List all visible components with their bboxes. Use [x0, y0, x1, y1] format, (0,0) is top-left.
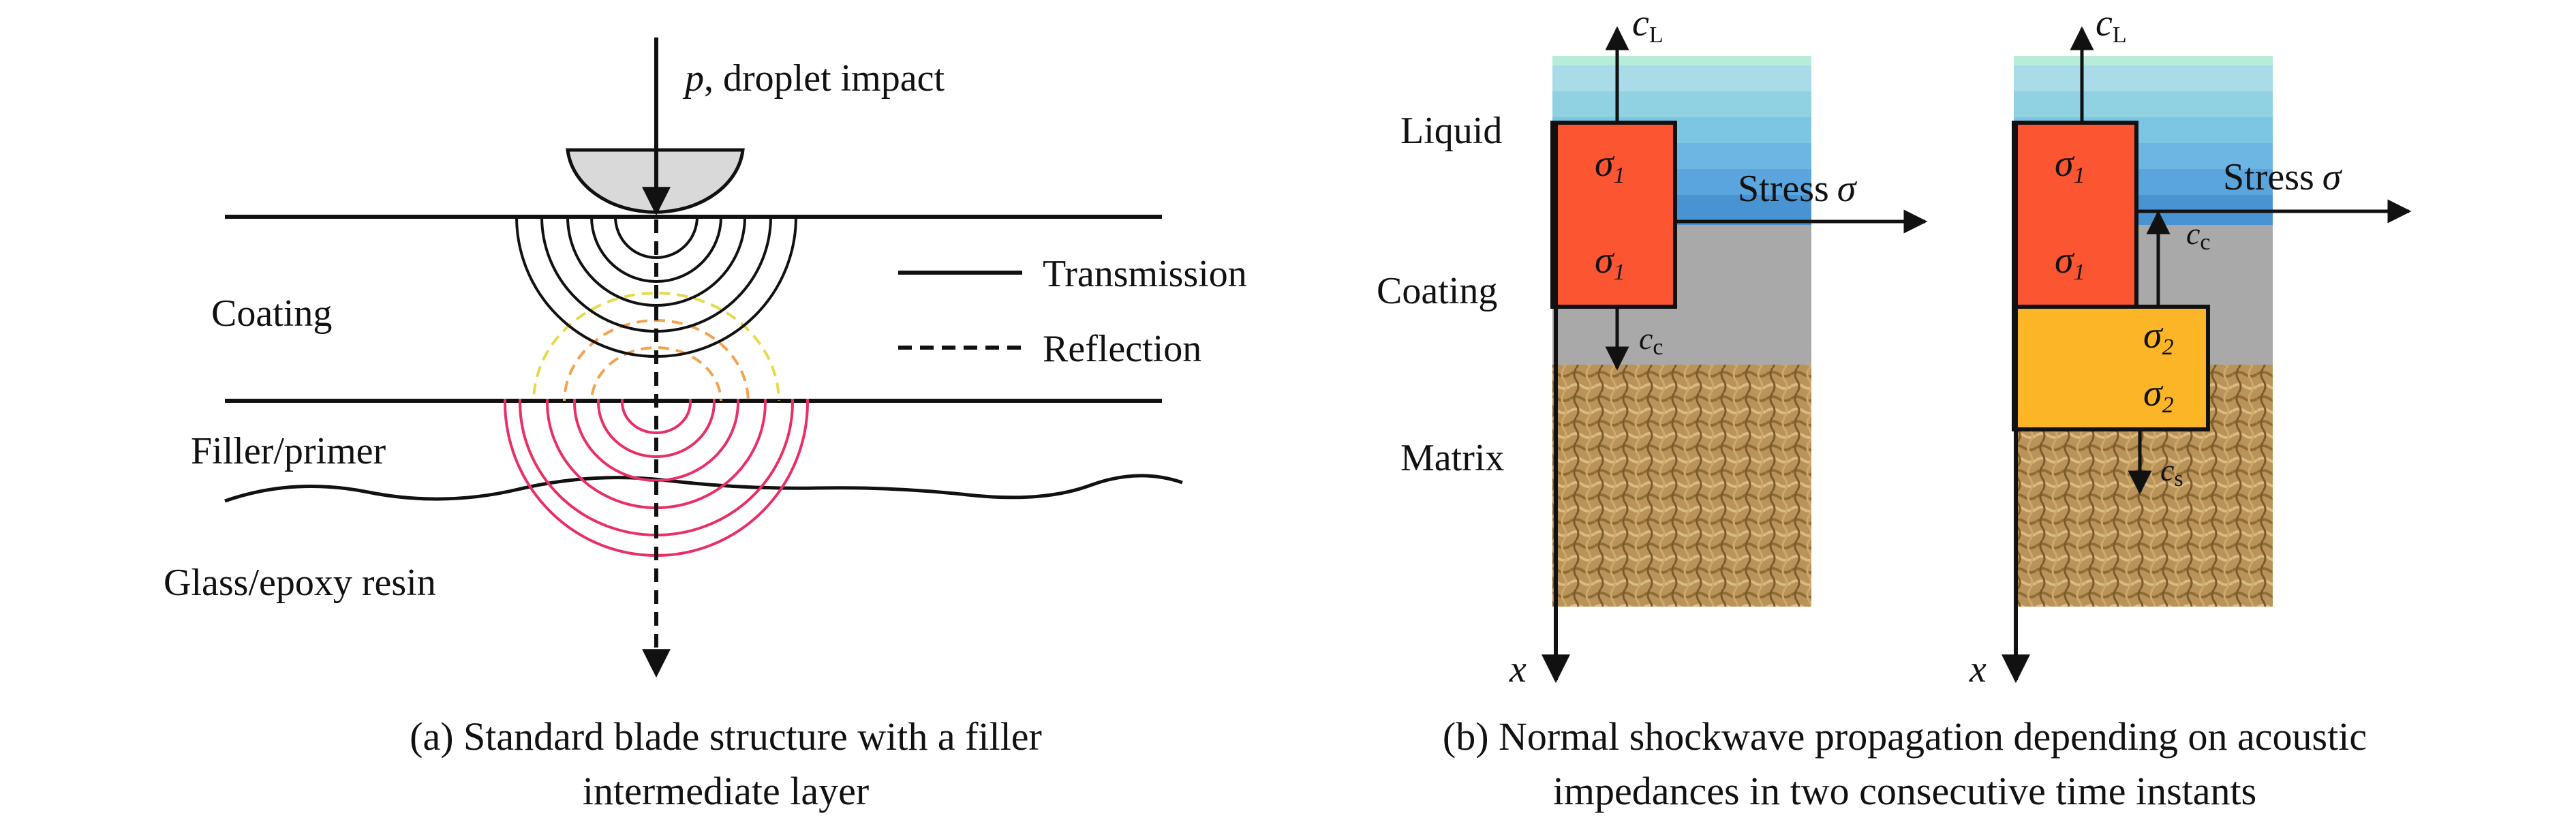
- depth-axis-label: x: [1509, 648, 1527, 690]
- liquid-label: Liquid: [1400, 110, 1502, 152]
- sigma1-upper-sub: 1: [1614, 163, 1625, 188]
- stress-symbol: σ: [1837, 168, 1858, 210]
- liquid-band: [1552, 56, 1811, 65]
- sigma1-lower-symbol: σ: [1595, 239, 1615, 281]
- transmission-arc: [614, 217, 699, 259]
- impact-label: p, droplet impact: [682, 57, 945, 100]
- substrate-label: Glass/epoxy resin: [164, 562, 436, 604]
- sigma1-upper: σ1: [1595, 142, 1625, 188]
- legend: Transmission Reflection: [898, 253, 1247, 370]
- liquid-speed-label: cL: [1632, 2, 1663, 48]
- liquid-band: [1552, 65, 1811, 91]
- substrate-speed-label: cs: [2160, 453, 2183, 491]
- stress-symbol: σ: [2322, 156, 2343, 198]
- filler-label: Filler/primer: [191, 430, 386, 472]
- filler-arc: [621, 399, 692, 434]
- stress-label-text: Stress: [2223, 156, 2314, 198]
- coating-speed-label: cc: [1639, 321, 1663, 360]
- liquid-band: [2014, 91, 2273, 117]
- coating-speed-symbol: c: [2186, 216, 2200, 251]
- sigma1-stress-block: [2012, 121, 2138, 309]
- caption-b-line1: (b) Normal shockwave propagation dependi…: [1443, 714, 2367, 759]
- panel-a: p, droplet impact Coating Filler/primer …: [164, 37, 1247, 813]
- coating-speed-label: cc: [2186, 216, 2211, 255]
- coating-speed-sub: c: [2200, 230, 2210, 255]
- impact-label-text: , droplet impact: [704, 57, 945, 100]
- liquid-speed-sub: L: [1649, 22, 1663, 48]
- liquid-band: [2014, 65, 2273, 91]
- caption-b-line2: impedances in two consecutive time insta…: [1553, 769, 2256, 813]
- filler-arc: [597, 399, 716, 458]
- coating-speed-sub: c: [1653, 335, 1663, 360]
- coating-b-label: Coating: [1377, 270, 1497, 312]
- caption-a-line1: (a) Standard blade structure with a fill…: [410, 714, 1042, 759]
- depth-axis-label: x: [1969, 648, 1987, 690]
- sigma2-stress-block: [2012, 305, 2210, 431]
- sigma2-lower: σ2: [2143, 372, 2174, 418]
- sigma1-lower-sub: 1: [2074, 260, 2085, 285]
- transmission-arc: [566, 217, 746, 307]
- sigma1-upper-sub: 1: [2074, 163, 2085, 188]
- stress-label-text: Stress: [1738, 168, 1829, 210]
- liquid-speed-sub: L: [2113, 22, 2127, 48]
- filler-arc: [573, 399, 739, 482]
- liquid-speed-label: cL: [2096, 2, 2127, 48]
- liquid-speed-symbol: c: [2096, 2, 2113, 44]
- coating-speed-symbol: c: [1639, 321, 1653, 356]
- substrate-speed-symbol: c: [2160, 453, 2174, 487]
- sigma1-lower: σ1: [1595, 239, 1625, 285]
- coating-label: Coating: [211, 292, 332, 335]
- sigma1-upper-symbol: σ: [2055, 142, 2075, 185]
- matrix-label: Matrix: [1400, 437, 1504, 479]
- sigma1-upper-symbol: σ: [1595, 142, 1615, 185]
- caption-a-line2: intermediate layer: [583, 769, 869, 813]
- sigma1-upper: σ1: [2055, 142, 2085, 188]
- transmission-arc: [590, 217, 722, 283]
- matrix-layer: [1552, 365, 1811, 607]
- sigma1-lower-sub: 1: [1614, 260, 1625, 285]
- sigma1-stress-block: [1550, 121, 1677, 309]
- pressure-symbol: p: [682, 57, 704, 100]
- sigma2-upper-sub: 2: [2162, 335, 2174, 360]
- liquid-speed-symbol: c: [1632, 2, 1649, 44]
- sigma1-lower-symbol: σ: [2055, 239, 2075, 281]
- sigma2-lower-sub: 2: [2162, 393, 2174, 418]
- sigma2-upper: σ2: [2143, 314, 2174, 360]
- liquid-band: [2014, 56, 2273, 65]
- sigma1-lower: σ1: [2055, 239, 2085, 285]
- legend-reflection-label: Reflection: [1043, 328, 1201, 370]
- substrate-speed-sub: s: [2174, 466, 2183, 491]
- liquid-band: [1552, 91, 1811, 117]
- sigma2-upper-symbol: σ: [2143, 314, 2164, 356]
- sigma2-lower-symbol: σ: [2143, 372, 2164, 414]
- legend-transmission-label: Transmission: [1043, 253, 1247, 295]
